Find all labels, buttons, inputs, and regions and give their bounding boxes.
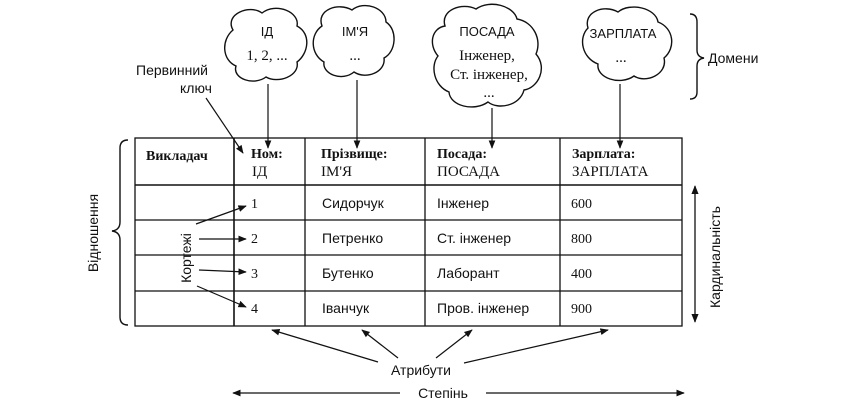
primary-key-label-line2: ключ: [180, 80, 212, 96]
header-position-name: Посада:: [437, 147, 487, 162]
tuple-arrow-1: [195, 205, 247, 225]
domains-brace: [689, 13, 705, 100]
cell-row3-id: 3: [251, 267, 258, 282]
cloud-title-salary: ЗАРПЛАТА: [590, 26, 657, 41]
header-position-domain: ПОСАДА: [437, 164, 500, 180]
primary-key-label-line1: Первинний: [136, 62, 208, 78]
primary-key-arrow: [205, 97, 244, 154]
cloud-value-position-2: Ст. інженер,: [450, 67, 528, 83]
cell-row1-salary: 600: [571, 197, 592, 212]
attributes-label: Атрибути: [391, 362, 451, 378]
cloud-title-name: ІМ'Я: [342, 24, 368, 39]
domains-label: Домени: [708, 50, 758, 66]
cell-row3-surname: Бутенко: [322, 265, 374, 281]
header-salary-name: Зарплата:: [572, 147, 635, 162]
cell-row2-surname: Петренко: [322, 230, 383, 246]
relation-label: Відношення: [85, 194, 101, 272]
relation-brace: [111, 139, 129, 326]
cell-row3-position: Лаборант: [437, 265, 500, 281]
cloud-value-id: 1, 2, ...: [246, 48, 287, 64]
header-salary-domain: ЗАРПЛАТА: [572, 164, 649, 180]
cloud-value-name: ...: [349, 48, 360, 64]
cloud-value-position-3: ...: [483, 85, 494, 101]
header-relation-name: Викладач: [146, 149, 208, 164]
cell-row4-salary: 900: [571, 302, 592, 317]
domain-cloud-name: [312, 4, 395, 78]
degree-label: Степінь: [418, 385, 468, 401]
cell-row1-id: 1: [251, 197, 258, 212]
cloud-value-salary: ...: [615, 50, 626, 66]
header-surname-name: Прізвище:: [321, 147, 388, 162]
domain-cloud-id: [224, 7, 308, 82]
cell-row2-id: 2: [251, 232, 258, 247]
cell-row4-id: 4: [251, 302, 258, 317]
attribute-arrow-id: [271, 328, 379, 363]
cell-row4-surname: Іванчук: [322, 300, 370, 316]
tuple-arrow-4: [196, 285, 247, 308]
attribute-arrow-surname: [361, 329, 399, 359]
cell-row2-position: Ст. інженер: [437, 230, 511, 246]
cell-row1-surname: Сидорчук: [322, 195, 385, 211]
cell-row2-salary: 800: [571, 232, 592, 247]
cloud-value-position-1: Інженер,: [459, 48, 515, 64]
cloud-title-position: ПОСАДА: [459, 24, 514, 39]
cell-row3-salary: 400: [571, 267, 592, 282]
cell-row1-position: Інженер: [437, 195, 489, 211]
domain-cloud-position: [431, 3, 542, 108]
domain-cloud-salary: [581, 6, 673, 82]
cloud-title-id: ІД: [261, 24, 274, 39]
header-surname-domain: ІМ'Я: [321, 164, 352, 180]
attribute-arrow-salary: [463, 328, 609, 364]
attribute-arrow-position: [435, 329, 473, 359]
header-id-name: Ном:: [251, 147, 283, 162]
tuple-arrow-3: [198, 268, 247, 276]
relation-table: [134, 137, 683, 327]
tuples-label: Кортежі: [178, 233, 194, 283]
cardinality-label: Кардинальність: [707, 206, 723, 308]
header-id-domain: ІД: [252, 164, 267, 180]
cell-row4-position: Пров. інженер: [437, 300, 529, 316]
